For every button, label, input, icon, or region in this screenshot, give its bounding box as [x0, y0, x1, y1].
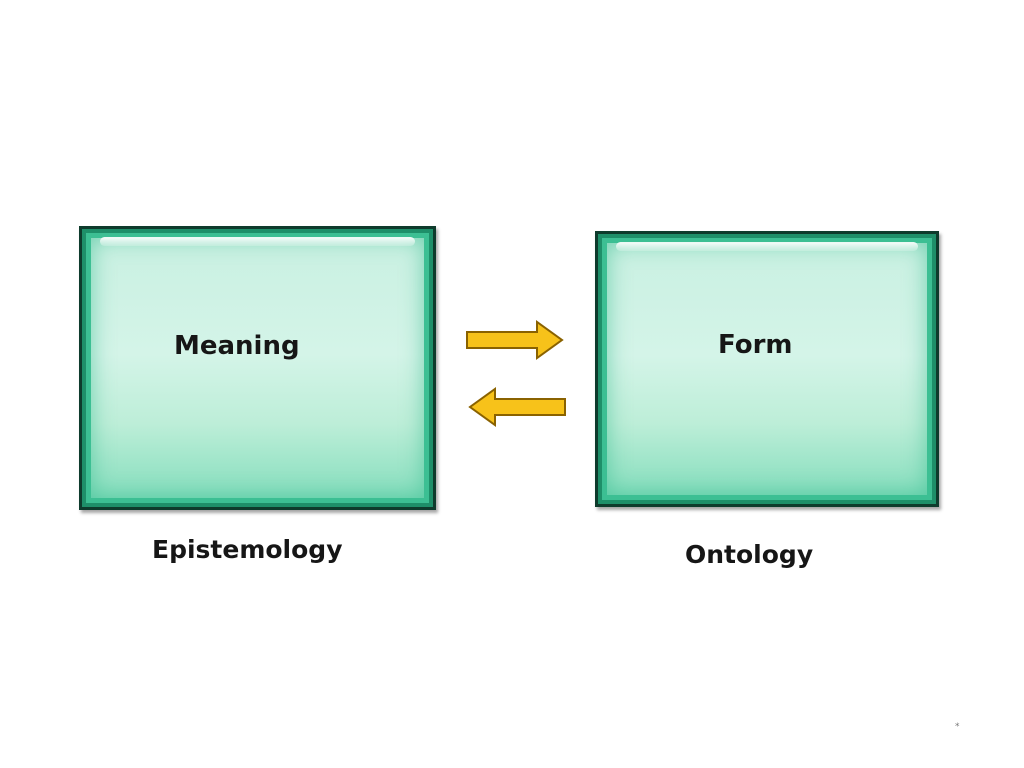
meaning-label: Meaning: [174, 331, 300, 361]
epistemology-caption: Epistemology: [152, 535, 343, 564]
ontology-caption: Ontology: [685, 540, 814, 569]
meaning-box: Meaning: [79, 226, 436, 510]
right-arrow-icon: [466, 320, 564, 360]
form-label: Form: [718, 330, 793, 360]
slide-mark: *: [955, 722, 960, 732]
left-arrow-icon: [468, 387, 566, 427]
form-box: Form: [595, 231, 939, 507]
